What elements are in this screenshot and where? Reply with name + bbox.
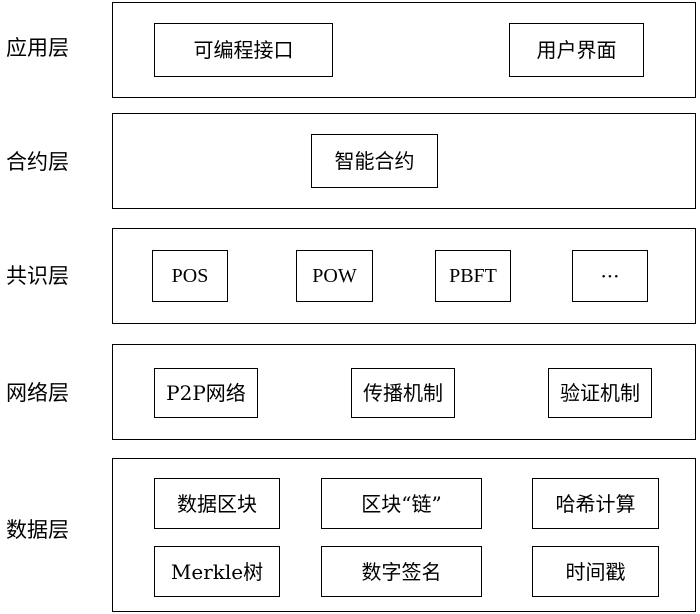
component-pow: POW <box>296 250 373 302</box>
layer-box-application: 可编程接口 用户界面 <box>112 2 696 98</box>
layer-box-consensus: POS POW PBFT ··· <box>112 228 696 324</box>
component-pos: POS <box>152 250 228 302</box>
component-propagation-mechanism: 传播机制 <box>351 368 455 418</box>
component-timestamp: 时间戳 <box>532 546 659 597</box>
layer-label-data: 数据层 <box>6 518 69 542</box>
layer-label-application: 应用层 <box>6 36 69 60</box>
layer-box-contract: 智能合约 <box>112 113 696 209</box>
component-data-block: 数据区块 <box>154 478 280 529</box>
component-verification-mechanism: 验证机制 <box>548 368 652 418</box>
layer-label-contract: 合约层 <box>6 150 69 174</box>
component-digital-signature: 数字签名 <box>321 546 482 597</box>
component-ellipsis: ··· <box>572 250 648 302</box>
component-user-interface: 用户界面 <box>509 23 644 77</box>
layer-label-network: 网络层 <box>6 381 69 405</box>
component-smart-contract: 智能合约 <box>311 134 438 188</box>
component-merkle-tree: Merkle树 <box>154 546 280 597</box>
component-programmable-interface: 可编程接口 <box>154 23 333 77</box>
component-hash-computation: 哈希计算 <box>532 478 659 529</box>
layer-box-data: 数据区块 区块“链” 哈希计算 Merkle树 数字签名 时间戳 <box>112 458 696 612</box>
component-block-chain: 区块“链” <box>321 478 482 529</box>
component-pbft: PBFT <box>435 250 511 302</box>
layer-label-consensus: 共识层 <box>6 264 69 288</box>
layer-box-network: P2P网络 传播机制 验证机制 <box>112 344 696 440</box>
component-p2p-network: P2P网络 <box>154 368 258 418</box>
